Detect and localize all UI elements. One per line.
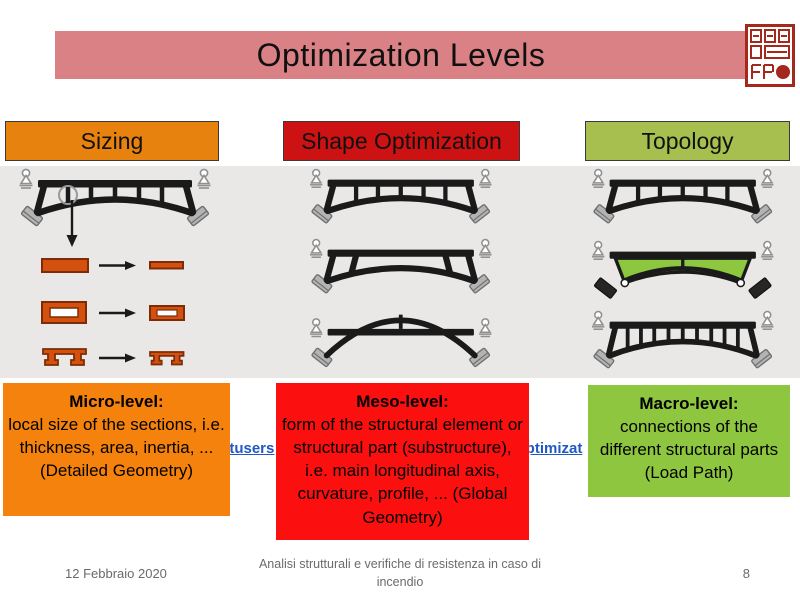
macro-level-box: Macro-level: connections of the differen… <box>588 385 790 497</box>
meso-level-body: form of the structural element or struct… <box>282 415 523 527</box>
page-title: Optimization Levels <box>256 36 546 73</box>
right-arrow-icon <box>97 259 138 272</box>
raised-arch-bridge-icon <box>310 315 491 367</box>
diagram-panel <box>0 166 800 378</box>
footer-page-number: 8 <box>742 566 750 581</box>
right-arrow-icon <box>97 307 138 319</box>
hyperlink-fragment-right[interactable]: Optimizat <box>514 440 583 457</box>
arch-bridge-two-struts-icon <box>310 240 491 294</box>
bridge-diagrams <box>0 166 800 378</box>
macro-level-title: Macro-level: <box>639 394 739 413</box>
footer-course-title: Analisi strutturali e verifiche di resis… <box>258 557 542 589</box>
hyperlink-fragment-left[interactable]: atusers <box>221 440 275 457</box>
arch-truss-bridge-icon <box>592 170 773 224</box>
meso-level-box: Meso-level: form of the structural eleme… <box>276 383 529 540</box>
header-sizing-label: Sizing <box>80 127 144 154</box>
meso-level-title: Meso-level: <box>356 392 449 411</box>
down-arrow-icon <box>66 200 78 247</box>
seal-stamp-icon <box>745 24 795 87</box>
right-arrow-icon <box>97 352 138 364</box>
micro-level-title: Micro-level: <box>69 392 164 411</box>
arch-truss-bridge-icon <box>20 169 211 226</box>
micro-level-body: local size of the sections, i.e. thickne… <box>8 415 225 481</box>
header-shape-optimization: Shape Optimization <box>283 121 520 161</box>
seal-stamp-glyphs <box>750 29 790 79</box>
arch-truss-bridge-icon <box>310 170 491 224</box>
footer-date: 12 Febbraio 2020 <box>65 566 167 581</box>
header-shape-label: Shape Optimization <box>301 127 502 154</box>
header-topology: Topology <box>585 121 790 161</box>
multi-strut-arch-bridge-icon <box>592 312 773 369</box>
macro-level-body: connections of the different structural … <box>599 417 779 483</box>
topology-diagram <box>592 170 773 369</box>
solid-rect-section-icon <box>41 258 184 273</box>
hollow-rect-section-icon <box>41 301 185 324</box>
title-banner: Optimization Levels <box>55 31 747 79</box>
shape-optimization-diagram <box>310 170 491 367</box>
solid-web-bridge-green-icon <box>592 242 773 299</box>
micro-level-box: Micro-level: local size of the sections,… <box>3 383 230 516</box>
header-sizing: Sizing <box>5 121 219 161</box>
sizing-diagram <box>20 169 211 366</box>
member-highlight-circle <box>58 185 78 205</box>
header-topology-label: Topology <box>641 127 734 154</box>
